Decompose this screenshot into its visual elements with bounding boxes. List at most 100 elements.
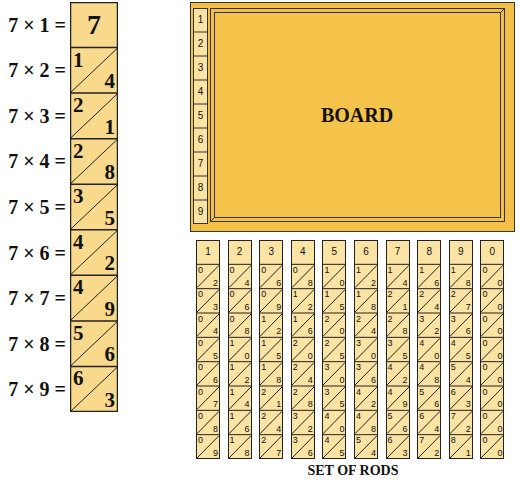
cell-diagonal: [387, 387, 409, 409]
cell-divider: [322, 361, 346, 362]
cell-divider: [480, 337, 504, 338]
napier-rod: 71421283542495663: [386, 240, 410, 459]
units-digit: 2: [105, 253, 116, 274]
cell-divider: [70, 183, 118, 185]
cell-diagonal: [260, 436, 282, 458]
cell-divider: [70, 92, 118, 94]
cell-divider: [354, 264, 378, 265]
cell-divider: [449, 313, 473, 314]
cell-diagonal: [450, 411, 472, 433]
units-digit: 5: [339, 449, 344, 458]
cell-diagonal: [71, 94, 117, 138]
rod-header-digit: 7: [395, 247, 401, 257]
cell-diagonal: [387, 290, 409, 312]
cell-divider: [70, 366, 118, 368]
tens-digit: 4: [419, 363, 424, 372]
cell-divider: [228, 288, 252, 289]
tens-digit: 1: [293, 290, 298, 299]
cell-divider: [386, 337, 410, 338]
strip-body: [194, 9, 208, 224]
units-digit: 1: [466, 449, 471, 458]
units-digit: 5: [213, 352, 218, 361]
rod-header-digit: 6: [363, 247, 369, 257]
cell-divider: [417, 386, 441, 387]
tens-digit: 1: [388, 266, 393, 275]
tens-digit: 0: [198, 436, 203, 445]
tens-digit: 3: [73, 186, 84, 207]
cell-diagonal: [323, 387, 345, 409]
tens-digit: 3: [451, 315, 456, 324]
rod-header-digit: 2: [237, 247, 243, 257]
cell-divider: [196, 313, 220, 314]
units-digit: 4: [434, 425, 439, 434]
cell-diagonal: [481, 338, 503, 360]
units-digit: 6: [403, 425, 408, 434]
tens-digit: 4: [419, 339, 424, 348]
row-number: 3: [198, 63, 204, 73]
board-inner-edge: [211, 9, 505, 222]
cell-divider: [322, 337, 346, 338]
units-digit: 4: [308, 376, 313, 385]
board-bevel: [210, 218, 214, 222]
cell-diagonal: [355, 265, 377, 287]
tens-digit: 4: [451, 339, 456, 348]
napier-rod: 81624324048566472: [417, 240, 441, 459]
cell-diagonal: [418, 436, 440, 458]
tens-digit: 1: [356, 266, 361, 275]
units-digit: 6: [308, 327, 313, 336]
cell-diagonal: [71, 231, 117, 275]
units-digit: 8: [466, 279, 471, 288]
tens-digit: 0: [198, 290, 203, 299]
cell-divider: [70, 138, 118, 140]
napier-rod: 40812162024283236: [291, 240, 315, 459]
rod-header-digit: 1: [205, 247, 211, 257]
napier-rod: 51015202530354045: [322, 240, 346, 459]
cell-divider: [417, 361, 441, 362]
units-digit: 2: [371, 279, 376, 288]
cell-divider: [196, 434, 220, 435]
units-digit: 9: [105, 299, 116, 320]
cell-diagonal: [355, 290, 377, 312]
rod-header-digit: 9: [458, 247, 464, 257]
cell-diagonal: [387, 436, 409, 458]
cell-divider: [449, 337, 473, 338]
tens-digit: 2: [419, 290, 424, 299]
cell-diagonal: [355, 411, 377, 433]
tens-digit: 0: [482, 339, 487, 348]
tens-digit: 0: [261, 266, 266, 275]
cell-diagonal: [323, 265, 345, 287]
rods-caption: SET OF RODS: [307, 464, 398, 478]
units-digit: 9: [403, 400, 408, 409]
napier-rod: 30609121518212427: [259, 240, 283, 459]
units-digit: 8: [371, 425, 376, 434]
cell-divider: [291, 313, 315, 314]
cell-diagonal: [71, 140, 117, 184]
cell-divider: [322, 410, 346, 411]
units-digit: 4: [213, 327, 218, 336]
cell-divider: [480, 410, 504, 411]
napier-rod: 71421283542495663: [70, 2, 118, 412]
cell-diagonal: [229, 363, 251, 385]
units-digit: 3: [105, 390, 116, 411]
cell-divider: [228, 264, 252, 265]
tens-digit: 2: [356, 315, 361, 324]
units-digit: 0: [308, 352, 313, 361]
strip-divider: [193, 200, 208, 201]
cell-divider: [196, 386, 220, 387]
cell-diagonal: [292, 436, 314, 458]
rod-body: [481, 241, 504, 459]
cell-diagonal: [197, 338, 219, 360]
units-digit: 0: [497, 279, 502, 288]
cell-diagonal: [323, 436, 345, 458]
cell-divider: [386, 434, 410, 435]
cell-diagonal: [292, 411, 314, 433]
tens-digit: 6: [73, 368, 84, 389]
cell-diagonal: [387, 265, 409, 287]
cell-diagonal: [292, 290, 314, 312]
cell-divider: [259, 434, 283, 435]
units-digit: 9: [213, 449, 218, 458]
tens-digit: 4: [324, 412, 329, 421]
units-digit: 3: [403, 449, 408, 458]
cell-diagonal: [450, 436, 472, 458]
tens-digit: 4: [73, 277, 84, 298]
